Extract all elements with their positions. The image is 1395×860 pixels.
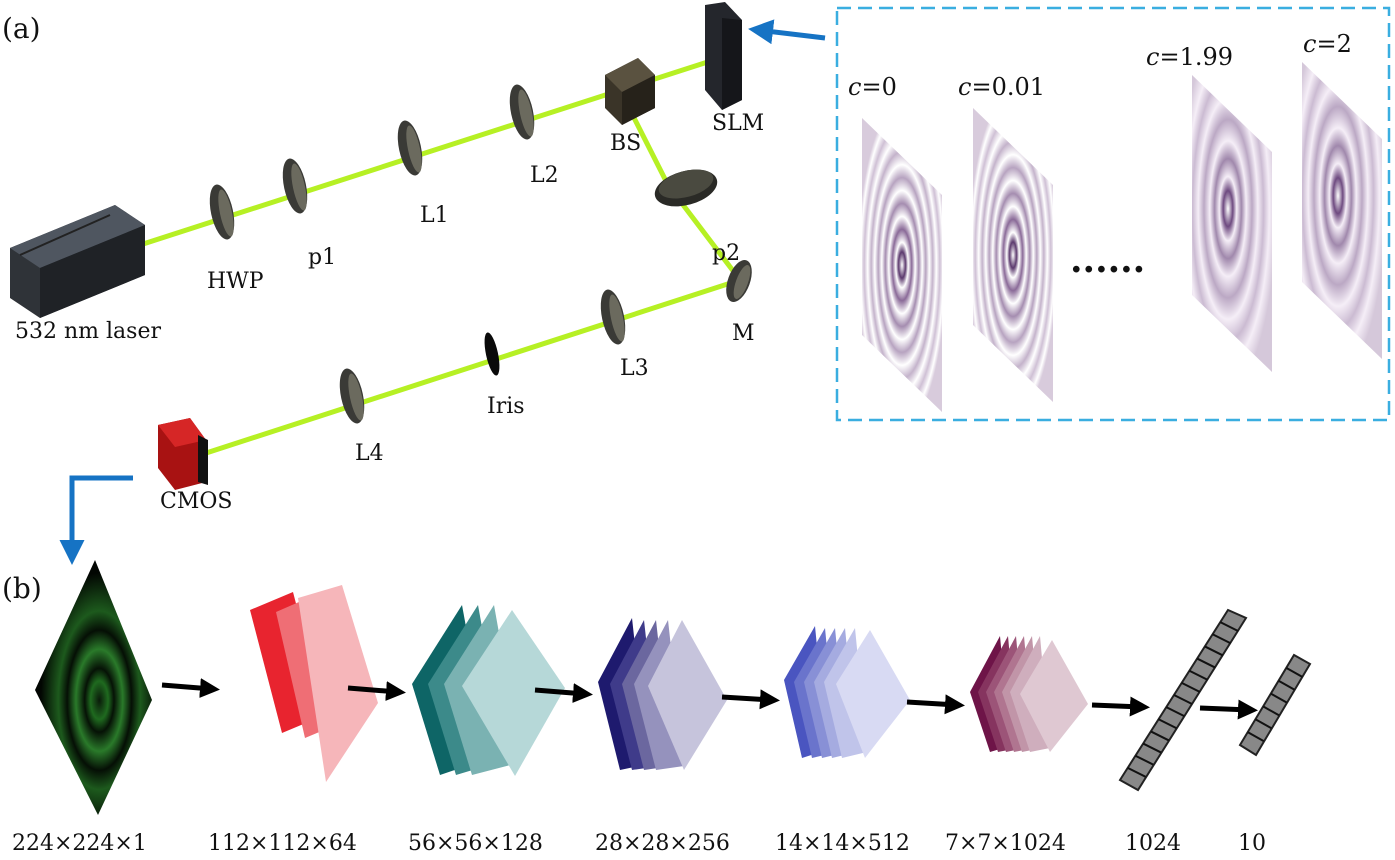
lens-l4 bbox=[339, 368, 365, 424]
fc-cell-divider bbox=[1173, 694, 1193, 705]
fc-cell-divider bbox=[1142, 742, 1162, 754]
laser-label: 532 nm laser bbox=[15, 319, 161, 344]
polarizer-p1 bbox=[282, 158, 308, 214]
panel-b-label: (b) bbox=[2, 572, 42, 605]
layer-stack-5 bbox=[970, 636, 1088, 752]
slm-device bbox=[705, 2, 742, 110]
dims-fc-2: 10 bbox=[1238, 831, 1266, 856]
layer-stack-2 bbox=[412, 605, 565, 776]
fc-cell-divider bbox=[1158, 718, 1178, 730]
dims-layer-4: 14×14×512 bbox=[775, 831, 910, 856]
pipeline-arrows bbox=[161, 678, 1258, 720]
fc-cell-divider bbox=[1247, 731, 1265, 743]
lens-l1 bbox=[397, 120, 423, 176]
dims-layer-3: 28×28×256 bbox=[595, 831, 730, 856]
arrow-2 bbox=[347, 681, 406, 702]
cmos-camera bbox=[158, 418, 208, 490]
fc-cell-divider bbox=[1134, 754, 1154, 766]
fc-layer-1024 bbox=[1118, 608, 1248, 792]
iris-label: Iris bbox=[487, 394, 525, 419]
cmos-output-arrow bbox=[59, 475, 133, 565]
dims-layer-1: 112×112×64 bbox=[208, 831, 357, 856]
hologram-label-1: c=0 bbox=[848, 73, 897, 101]
dims-layer-5: 7×7×1024 bbox=[945, 831, 1066, 856]
polarizer-p2 bbox=[654, 169, 718, 207]
m-label: M bbox=[732, 321, 755, 346]
arrow-1 bbox=[161, 678, 220, 699]
hologram-image-1 bbox=[862, 118, 942, 412]
lens-l3 bbox=[600, 289, 626, 345]
hologram-image-2 bbox=[973, 108, 1053, 402]
layer-stack-3 bbox=[598, 618, 727, 770]
layer-stack-4 bbox=[784, 626, 910, 758]
panel-a-label: (a) bbox=[2, 12, 41, 45]
l4-label: L4 bbox=[355, 441, 384, 466]
lens-l2 bbox=[509, 84, 535, 140]
laser-source bbox=[10, 205, 145, 318]
hologram-image-4 bbox=[1302, 62, 1382, 359]
cmos-label: CMOS bbox=[160, 489, 232, 514]
fc-cell-divider bbox=[1204, 645, 1224, 657]
fc-cell-divider bbox=[1262, 705, 1280, 717]
slm-pointer-arrow bbox=[748, 19, 826, 45]
hologram-label-2: c=0.01 bbox=[958, 73, 1045, 101]
fc-cell-divider bbox=[1212, 633, 1232, 645]
fc-cell-divider bbox=[1270, 692, 1288, 704]
fc-cell-divider bbox=[1278, 679, 1296, 691]
l3-label: L3 bbox=[620, 356, 649, 381]
fc-cell-divider bbox=[1285, 666, 1303, 678]
p2-label: p2 bbox=[712, 241, 740, 266]
fc-cell-divider bbox=[1188, 669, 1208, 681]
arrow-6 bbox=[1091, 696, 1150, 717]
dims-layer-2: 56×56×128 bbox=[408, 831, 543, 856]
hologram-label-3: c=1.99 bbox=[1146, 43, 1233, 71]
dims-input: 224×224×1 bbox=[12, 831, 147, 856]
hwp-plate bbox=[209, 184, 235, 240]
arrow-7 bbox=[1199, 699, 1258, 720]
iris bbox=[484, 332, 500, 376]
fc-cell-divider bbox=[1219, 621, 1239, 633]
l2-label: L2 bbox=[530, 163, 559, 188]
ellipsis: ...... bbox=[1070, 239, 1145, 281]
layer-stack-1 bbox=[250, 585, 378, 782]
hologram-label-4: c=2 bbox=[1303, 30, 1352, 58]
fc-layer-10 bbox=[1238, 653, 1312, 757]
fc-cell-divider bbox=[1150, 730, 1170, 742]
laser-beam bbox=[137, 55, 743, 458]
slm-label: SLM bbox=[712, 111, 764, 136]
fc-cell-divider bbox=[1254, 718, 1272, 730]
hologram-inset-frame bbox=[835, 6, 1391, 422]
fc-cell-divider bbox=[1181, 681, 1201, 693]
arrow-5 bbox=[906, 694, 965, 715]
arrow-4 bbox=[721, 689, 780, 710]
bs-label: BS bbox=[610, 131, 641, 156]
hologram-image-3 bbox=[1192, 75, 1272, 372]
mirror-m bbox=[726, 259, 752, 303]
input-image bbox=[35, 560, 152, 815]
l1-label: L1 bbox=[420, 203, 449, 228]
arrow-3 bbox=[534, 683, 593, 704]
beam-splitter bbox=[605, 58, 655, 125]
p1-label: p1 bbox=[308, 245, 336, 270]
dims-fc-1: 1024 bbox=[1125, 831, 1181, 856]
fc-cell-divider bbox=[1127, 766, 1147, 778]
fc-cell-divider bbox=[1196, 657, 1216, 669]
fc-cell-divider bbox=[1165, 706, 1185, 718]
hwp-label: HWP bbox=[207, 269, 264, 294]
